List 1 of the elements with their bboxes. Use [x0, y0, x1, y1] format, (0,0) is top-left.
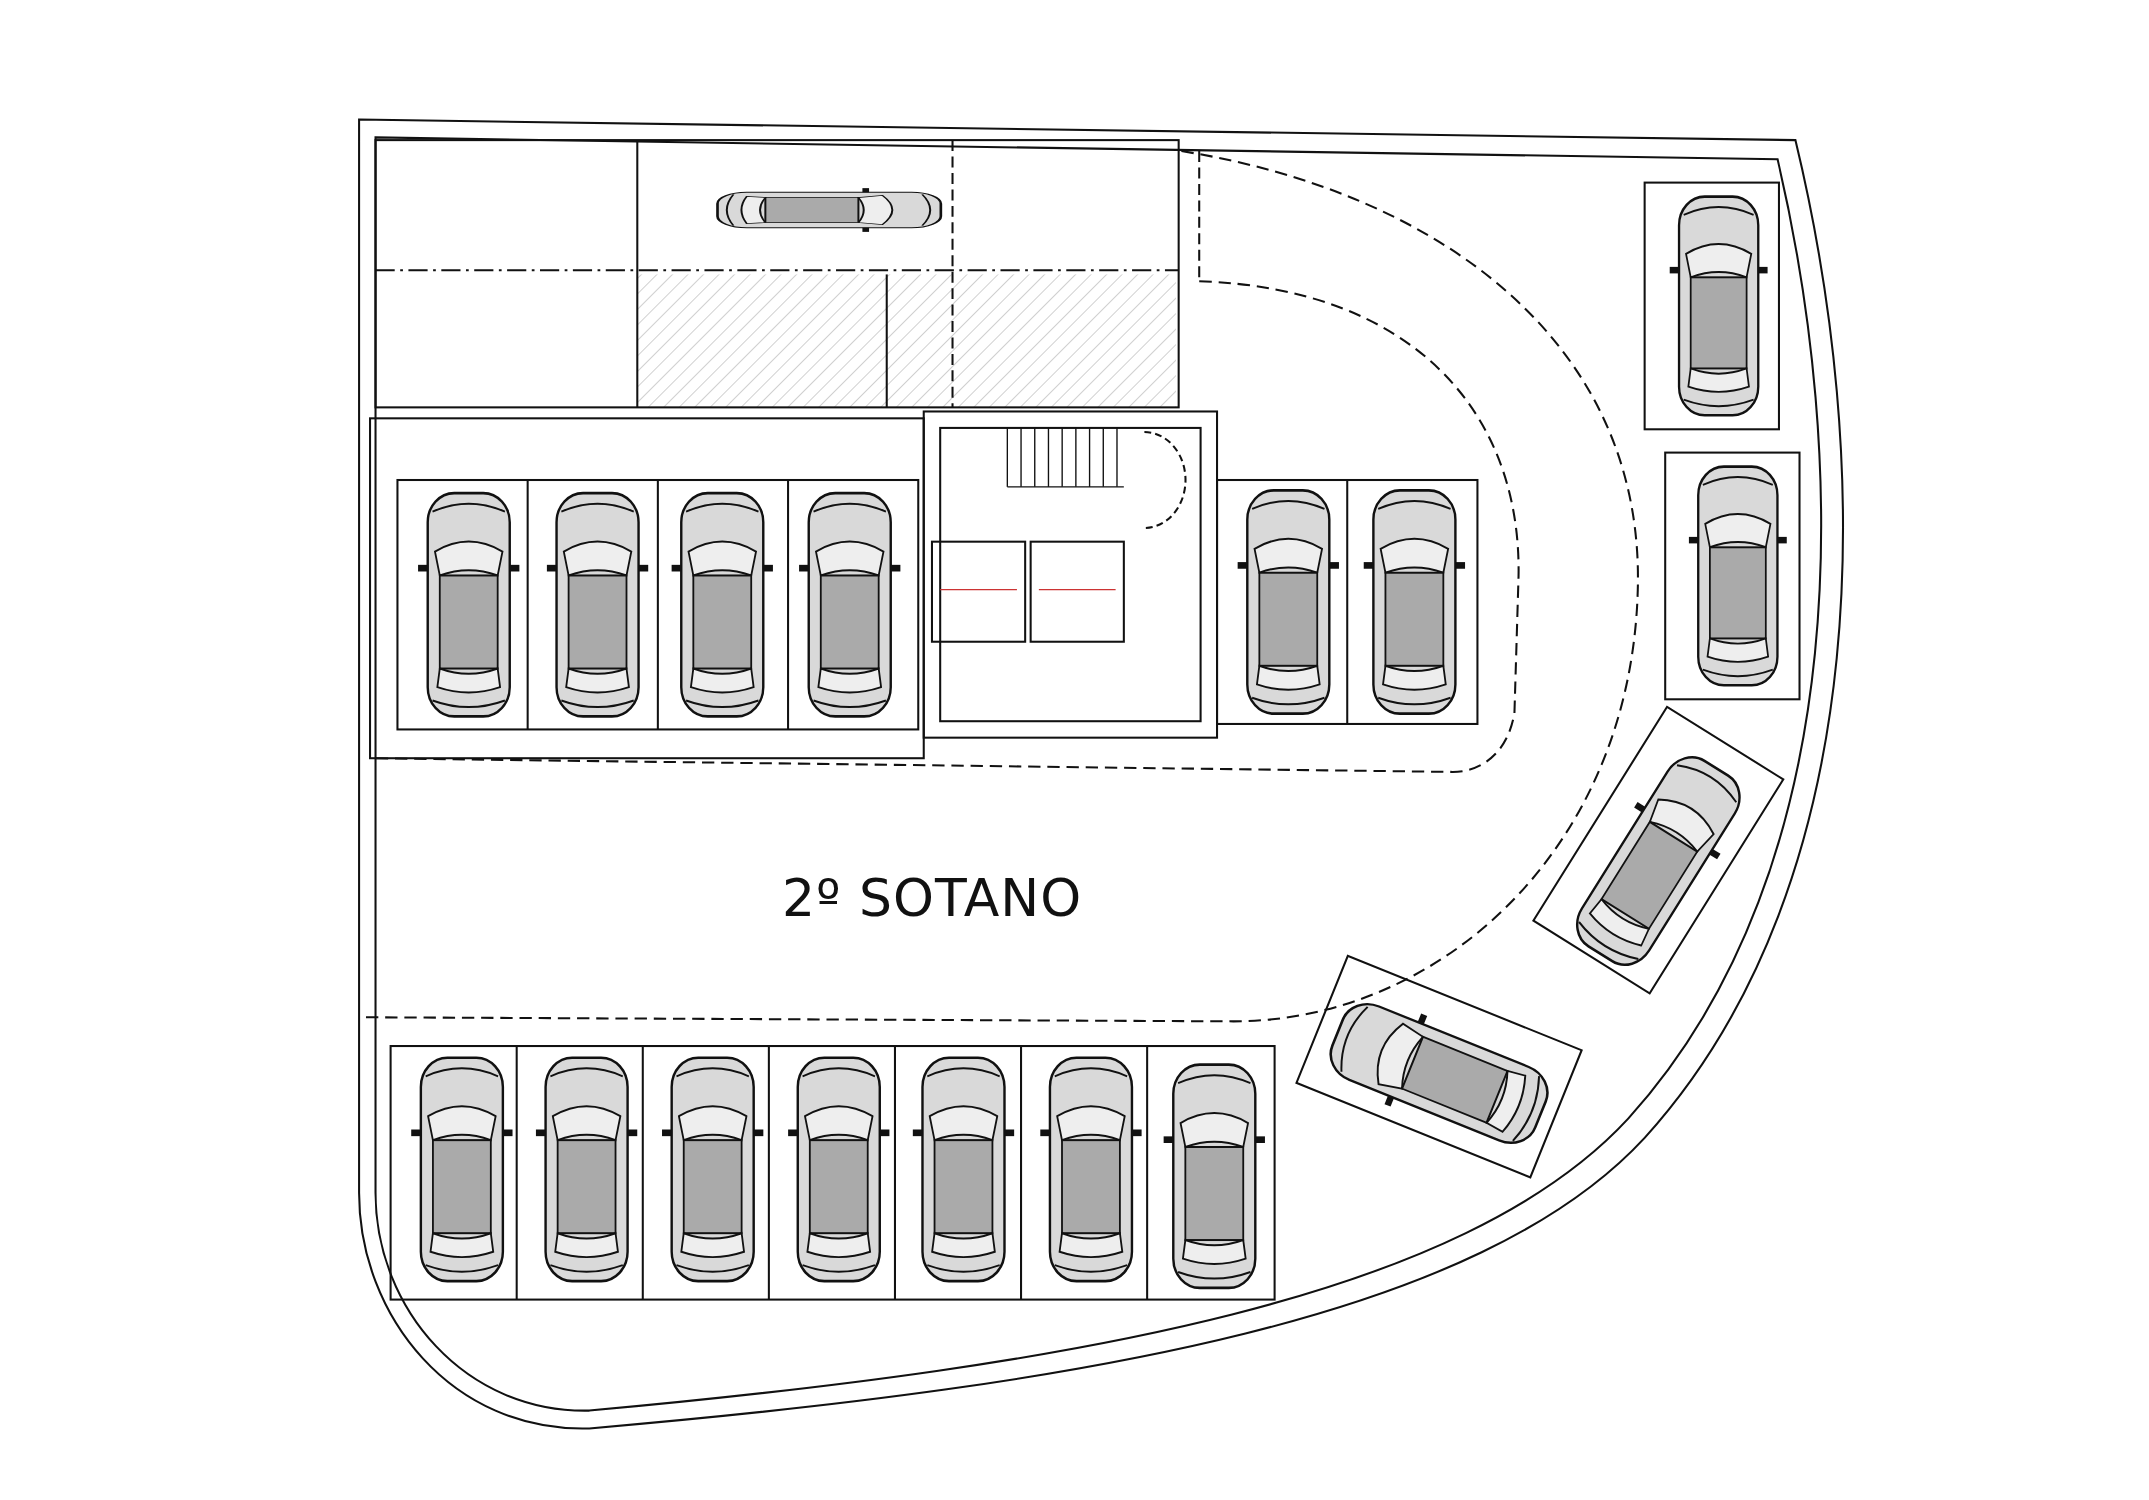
- floor-label: 2º SOTANO: [781, 868, 1083, 928]
